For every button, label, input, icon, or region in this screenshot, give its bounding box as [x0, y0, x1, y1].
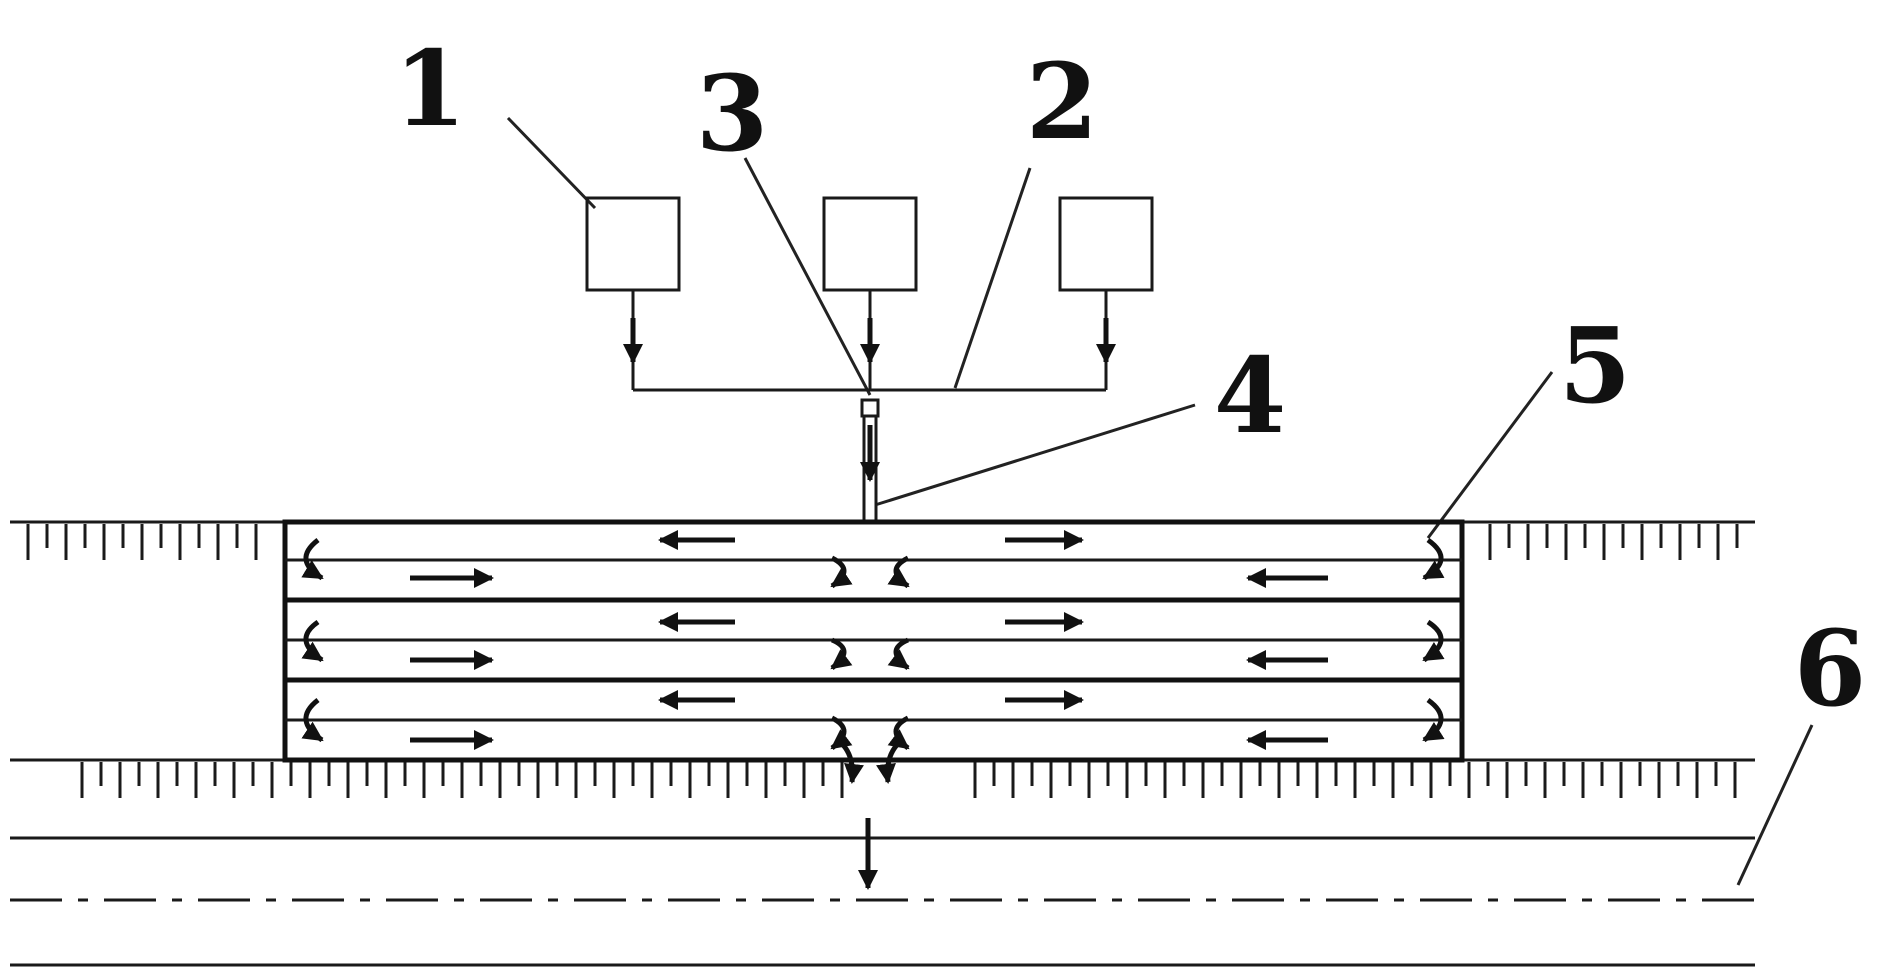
center-split-arrow-left: [830, 637, 853, 670]
source-box-middle: [822, 196, 918, 292]
turnaround-arrow-left: [301, 619, 324, 663]
source-box-right: [1058, 196, 1154, 292]
turnaround-arrow-right: [1422, 619, 1445, 663]
center-split-arrow-right: [887, 715, 910, 750]
flow-arrows: [301, 530, 1445, 784]
leader-2: [953, 167, 1032, 389]
label-1: 1: [394, 27, 466, 150]
leader-1: [506, 116, 597, 210]
source-boxes: [585, 196, 1154, 292]
center-split-arrow-left: [830, 715, 853, 750]
label-3: 3: [696, 52, 768, 175]
leader-3: [743, 157, 872, 396]
turnaround-arrow-right: [1422, 697, 1445, 743]
center-split-arrow-right: [887, 637, 910, 670]
label-2: 2: [1026, 40, 1098, 163]
valve: [860, 398, 880, 418]
exit-arrow-left: [838, 740, 864, 784]
center-split-arrow-right: [887, 555, 910, 589]
label-5: 5: [1559, 304, 1631, 427]
turnaround-arrow-right: [1422, 537, 1445, 581]
source-box-left: [585, 196, 681, 292]
leader-lines: [506, 116, 1814, 886]
feed-lines: [623, 290, 1116, 392]
injection-pipe: [860, 416, 880, 520]
turnaround-arrow-left: [301, 698, 324, 743]
leader-4: [874, 403, 1196, 507]
exit-arrow-right: [876, 740, 902, 784]
label-6: 6: [1794, 607, 1866, 730]
leader-5: [1426, 371, 1554, 539]
ground-hatches: [26, 524, 1739, 798]
label-4: 4: [1214, 334, 1286, 457]
center-split-arrow-left: [830, 555, 853, 589]
leader-6: [1736, 724, 1814, 886]
turnaround-arrow-left: [301, 538, 324, 581]
ground-surface: [10, 520, 1755, 967]
